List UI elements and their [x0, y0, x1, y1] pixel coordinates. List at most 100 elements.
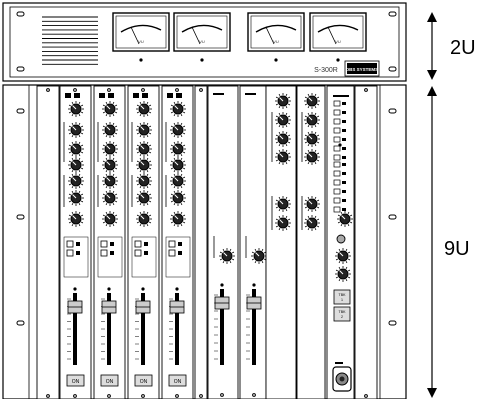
- switch-button[interactable]: [100, 240, 108, 248]
- rotary-knob[interactable]: [136, 211, 152, 227]
- fader[interactable]: [169, 293, 185, 365]
- switch-button[interactable]: [134, 249, 142, 257]
- rotary-knob[interactable]: [170, 157, 186, 173]
- switch-button[interactable]: [168, 249, 176, 257]
- rotary-knob[interactable]: [68, 122, 84, 138]
- master-switch[interactable]: [333, 109, 341, 116]
- rotary-knob[interactable]: [102, 190, 118, 206]
- master-switch[interactable]: [333, 179, 341, 186]
- knob-tick: [112, 223, 115, 227]
- rotary-knob[interactable]: [68, 190, 84, 206]
- rack-slot: [16, 108, 25, 114]
- master-switch[interactable]: [333, 127, 341, 134]
- rotary-knob[interactable]: [304, 215, 320, 231]
- rotary-knob[interactable]: [304, 149, 320, 165]
- rotary-knob[interactable]: [68, 211, 84, 227]
- rotary-knob[interactable]: [304, 93, 320, 109]
- rotary-knob[interactable]: [335, 248, 351, 264]
- knob-tick: [146, 157, 149, 161]
- knob-tick: [316, 218, 320, 221]
- rotary-knob[interactable]: [337, 211, 353, 227]
- rotary-knob[interactable]: [136, 101, 152, 117]
- rotary-knob[interactable]: [170, 190, 186, 206]
- fader[interactable]: [67, 293, 83, 365]
- rotary-knob[interactable]: [136, 190, 152, 206]
- rotary-knob[interactable]: [275, 215, 291, 231]
- input-select-button[interactable]: [108, 93, 114, 98]
- input-select-button[interactable]: [142, 93, 148, 98]
- channel-strip: ON: [93, 85, 126, 399]
- master-switch[interactable]: [333, 161, 341, 168]
- knob-pointer: [308, 97, 313, 102]
- master-switch[interactable]: [333, 118, 341, 125]
- talkback-1-button[interactable]: [333, 289, 351, 305]
- master-switch[interactable]: [333, 154, 341, 161]
- switch-led: [110, 242, 114, 246]
- switch-button[interactable]: [168, 240, 176, 248]
- fader[interactable]: [101, 293, 117, 365]
- rotary-knob[interactable]: [136, 141, 152, 157]
- rotary-knob[interactable]: [304, 112, 320, 128]
- rotary-knob[interactable]: [275, 131, 291, 147]
- rotary-knob[interactable]: [275, 93, 291, 109]
- rotary-knob[interactable]: [102, 101, 118, 117]
- rotary-knob[interactable]: [170, 141, 186, 157]
- rotary-knob[interactable]: [275, 112, 291, 128]
- fader[interactable]: [135, 293, 151, 365]
- channel-on-button[interactable]: [134, 374, 153, 387]
- rotary-knob[interactable]: [170, 122, 186, 138]
- switch-button[interactable]: [66, 240, 74, 248]
- talkback-2-button[interactable]: [333, 306, 351, 322]
- rotary-knob[interactable]: [68, 173, 84, 189]
- rotary-knob[interactable]: [102, 211, 118, 227]
- rotary-knob[interactable]: [170, 211, 186, 227]
- rotary-knob[interactable]: [136, 173, 152, 189]
- input-select-button[interactable]: [176, 93, 182, 98]
- rotary-knob[interactable]: [102, 122, 118, 138]
- master-switch[interactable]: [333, 100, 341, 107]
- switch-button[interactable]: [66, 249, 74, 257]
- rotary-knob[interactable]: [304, 131, 320, 147]
- switch-button[interactable]: [134, 240, 142, 248]
- knob-tick: [148, 176, 152, 179]
- rotary-knob[interactable]: [251, 248, 267, 264]
- rotary-knob[interactable]: [304, 196, 320, 212]
- knob-tick: [304, 199, 308, 202]
- channel-on-button[interactable]: [100, 374, 119, 387]
- master-switch[interactable]: [333, 170, 341, 177]
- rotary-knob[interactable]: [68, 157, 84, 173]
- input-select-button[interactable]: [167, 93, 173, 98]
- rotary-knob[interactable]: [136, 157, 152, 173]
- rotary-knob[interactable]: [102, 141, 118, 157]
- rotary-knob[interactable]: [136, 122, 152, 138]
- input-select-button[interactable]: [74, 93, 80, 98]
- vu-meter-needle: [130, 26, 140, 45]
- input-select-button[interactable]: [133, 93, 139, 98]
- rotary-knob[interactable]: [102, 173, 118, 189]
- knob-tick: [229, 248, 232, 252]
- rotary-knob[interactable]: [170, 173, 186, 189]
- knob-tick: [275, 218, 279, 221]
- channel-on-button[interactable]: [168, 374, 187, 387]
- master-switch[interactable]: [333, 188, 341, 195]
- rotary-knob[interactable]: [170, 101, 186, 117]
- rotary-knob[interactable]: [275, 196, 291, 212]
- fader[interactable]: [246, 289, 262, 365]
- rotary-knob[interactable]: [335, 266, 351, 282]
- rotary-knob[interactable]: [68, 141, 84, 157]
- master-switch[interactable]: [333, 136, 341, 143]
- switch-button[interactable]: [100, 249, 108, 257]
- rotary-knob[interactable]: [219, 248, 235, 264]
- input-select-button[interactable]: [99, 93, 105, 98]
- rotary-knob[interactable]: [68, 101, 84, 117]
- master-switch[interactable]: [333, 145, 341, 152]
- knob-tick: [231, 251, 235, 254]
- master-switch[interactable]: [333, 206, 341, 213]
- knob-tick: [102, 221, 106, 224]
- channel-on-button[interactable]: [66, 374, 85, 387]
- master-switch[interactable]: [333, 197, 341, 204]
- fader[interactable]: [214, 289, 230, 365]
- rotary-knob[interactable]: [102, 157, 118, 173]
- input-select-button[interactable]: [65, 93, 71, 98]
- rotary-knob[interactable]: [275, 149, 291, 165]
